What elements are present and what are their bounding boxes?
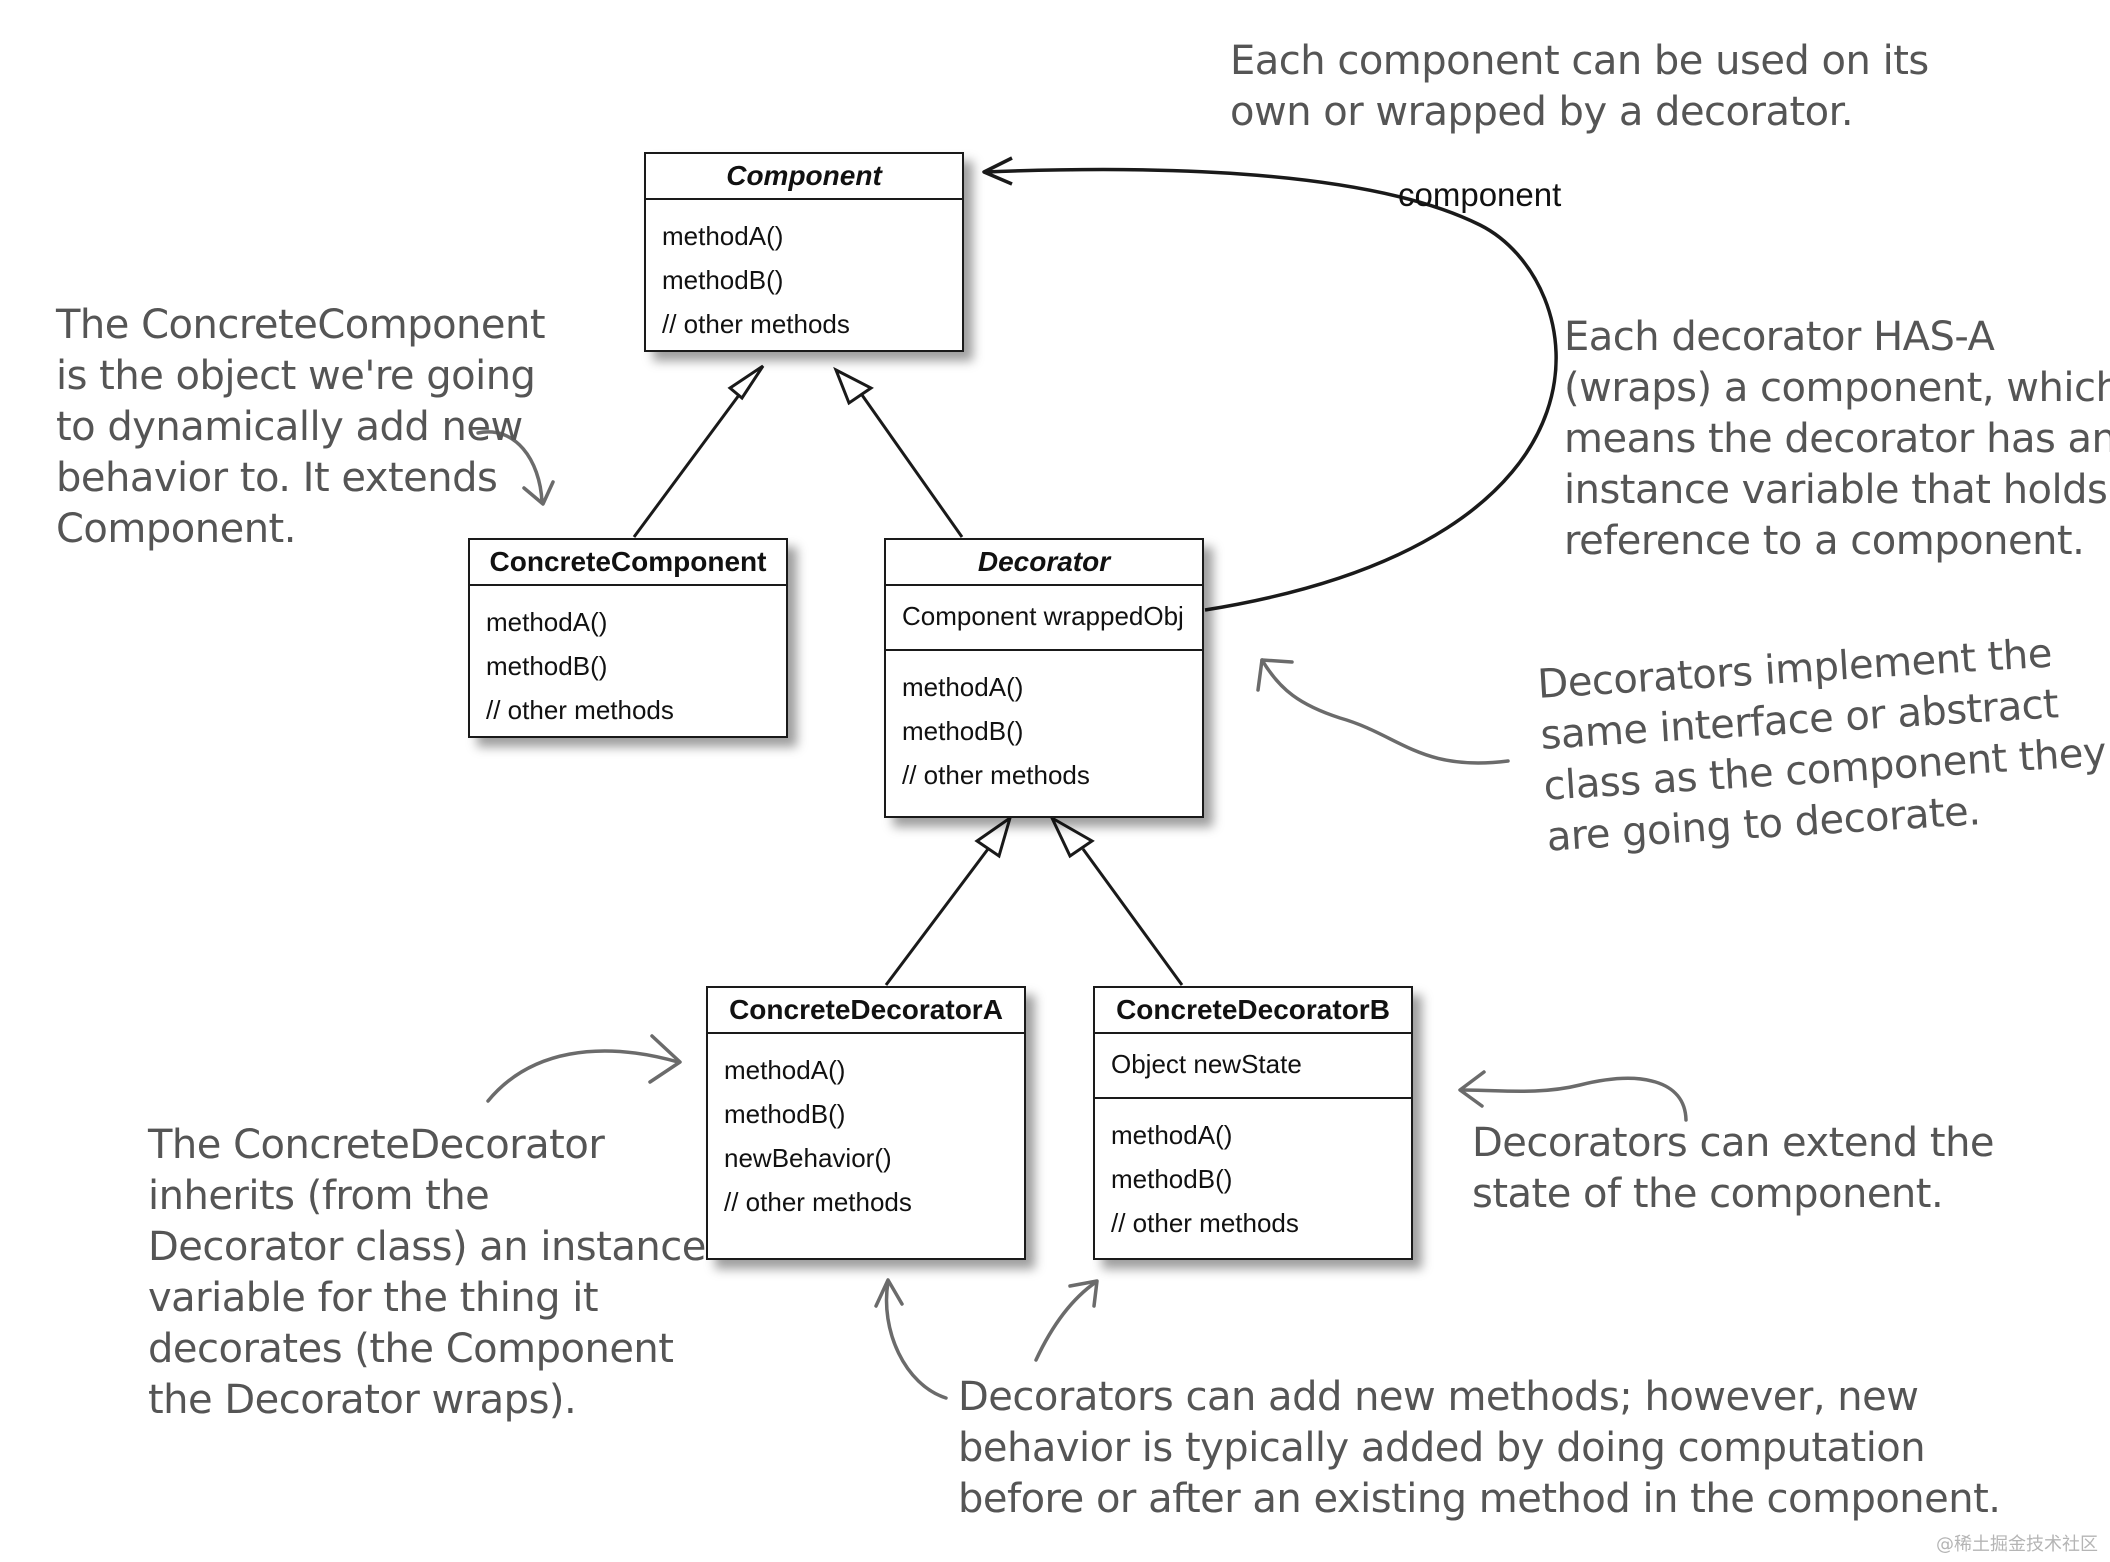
method: methodB() — [902, 716, 1024, 746]
note-line: state of the component. — [1472, 1171, 1944, 1217]
note-new-methods: Decorators can add new methods; however,… — [958, 1372, 2001, 1525]
note-arrow-concrete-component-head — [522, 480, 555, 506]
note-top: Each component can be used on its own or… — [1230, 36, 1929, 138]
note-line: behavior is typically added by doing com… — [958, 1425, 1926, 1471]
note-arrow-new-methods-right-head — [1068, 1279, 1099, 1308]
note-line: The ConcreteDecorator — [148, 1122, 605, 1168]
note-line: decorates (the Component — [148, 1326, 674, 1372]
note-same-interface: Decorators implement the same interface … — [1536, 626, 2110, 864]
method: newBehavior() — [724, 1143, 892, 1173]
method: methodB() — [662, 265, 784, 295]
method: // other methods — [1111, 1208, 1299, 1238]
inheritance-triangle-component-left — [727, 364, 765, 401]
note-line: inherits (from the — [148, 1173, 490, 1219]
note-arrow-same-interface-head — [1256, 658, 1294, 692]
note-line: instance variable that holds a — [1564, 467, 2110, 513]
note-arrow-concrete-decorator-head — [648, 1034, 682, 1084]
note-arrow-concrete-component — [476, 430, 544, 504]
class-concrete-decorator-a[interactable]: ConcreteDecoratorA methodA() methodB() n… — [706, 986, 1026, 1260]
class-decorator[interactable]: Decorator Component wrappedObj methodA()… — [884, 538, 1204, 818]
note-line: own or wrapped by a decorator. — [1230, 89, 1854, 135]
note-line: Decorators can add new methods; however,… — [958, 1374, 1919, 1420]
note-line: Decorators can extend the — [1472, 1120, 1995, 1166]
class-name: ConcreteComponent — [470, 540, 786, 586]
method-list: methodA() methodB() // other methods — [1095, 1099, 1411, 1245]
class-name: ConcreteDecoratorB — [1095, 988, 1411, 1034]
method-list: methodA() methodB() // other methods — [886, 651, 1202, 797]
method: methodB() — [486, 651, 608, 681]
note-concrete-decorator: The ConcreteDecorator inherits (from the… — [148, 1120, 706, 1426]
method: methodB() — [1111, 1164, 1233, 1194]
note-arrow-extend-state-head — [1458, 1070, 1486, 1108]
method: methodB() — [724, 1099, 846, 1129]
class-name: Component — [646, 154, 962, 200]
note-line: Each component can be used on its — [1230, 38, 1929, 84]
note-line: Decorator class) an instance — [148, 1224, 706, 1270]
note-arrow-new-methods-right — [1034, 1280, 1098, 1362]
class-concrete-component[interactable]: ConcreteComponent methodA() methodB() //… — [468, 538, 788, 738]
class-name: ConcreteDecoratorA — [708, 988, 1024, 1034]
inheritance-line-concretecomponent — [632, 390, 744, 538]
note-has-a: Each decorator HAS-A (wraps) a component… — [1564, 312, 2110, 567]
inheritance-triangle-component-right — [833, 366, 874, 406]
attribute: Object newState — [1095, 1034, 1411, 1099]
watermark: @稀土掘金技术社区 — [1936, 1534, 2098, 1555]
inheritance-triangle-decorator-left — [974, 814, 1013, 859]
inheritance-triangle-decorator-right — [1048, 814, 1095, 859]
method-list: methodA() methodB() newBehavior() // oth… — [708, 1034, 1024, 1224]
method: // other methods — [486, 695, 674, 725]
inheritance-line-concretedecoratora — [884, 848, 990, 986]
note-line: behavior to. It extends — [56, 455, 498, 501]
note-line: to dynamically add new — [56, 404, 523, 450]
association-role-label: component — [1398, 176, 1562, 213]
association-arrowhead — [982, 156, 1013, 186]
note-line: before or after an existing method in th… — [958, 1476, 2001, 1522]
note-line: reference to a component. — [1564, 518, 2085, 564]
note-extend-state: Decorators can extend the state of the c… — [1472, 1118, 1995, 1220]
note-line: Each decorator HAS-A — [1564, 314, 1995, 360]
method: methodA() — [1111, 1120, 1233, 1150]
method-list: methodA() methodB() // other methods — [470, 586, 786, 732]
inheritance-line-concretedecoratorb — [1081, 848, 1184, 986]
note-arrow-new-methods-left — [884, 1280, 948, 1400]
method-list: methodA() methodB() // other methods — [646, 200, 962, 346]
note-line: the Decorator wraps). — [148, 1377, 577, 1423]
inheritance-line-decorator — [860, 394, 964, 538]
note-arrow-concrete-decorator — [486, 1049, 680, 1103]
method: // other methods — [724, 1187, 912, 1217]
method: methodA() — [902, 672, 1024, 702]
note-line: The ConcreteComponent — [56, 302, 546, 348]
class-concrete-decorator-b[interactable]: ConcreteDecoratorB Object newState metho… — [1093, 986, 1413, 1260]
note-arrow-same-interface — [1260, 658, 1510, 765]
method: // other methods — [902, 760, 1090, 790]
note-arrow-new-methods-left-head — [874, 1278, 904, 1308]
method: methodA() — [662, 221, 784, 251]
class-component[interactable]: Component methodA() methodB() // other m… — [644, 152, 964, 352]
note-line: Component. — [56, 506, 296, 552]
method: // other methods — [662, 309, 850, 339]
note-line: means the decorator has an — [1564, 416, 2110, 462]
note-arrow-extend-state — [1460, 1076, 1688, 1122]
note-line: variable for the thing it — [148, 1275, 599, 1321]
class-name: Decorator — [886, 540, 1202, 586]
method: methodA() — [724, 1055, 846, 1085]
note-line: is the object we're going — [56, 353, 536, 399]
note-line: (wraps) a component, which — [1564, 365, 2110, 411]
method: methodA() — [486, 607, 608, 637]
attribute: Component wrappedObj — [886, 586, 1202, 651]
note-concrete-component: The ConcreteComponent is the object we'r… — [56, 300, 546, 555]
association-curve — [985, 167, 1558, 612]
